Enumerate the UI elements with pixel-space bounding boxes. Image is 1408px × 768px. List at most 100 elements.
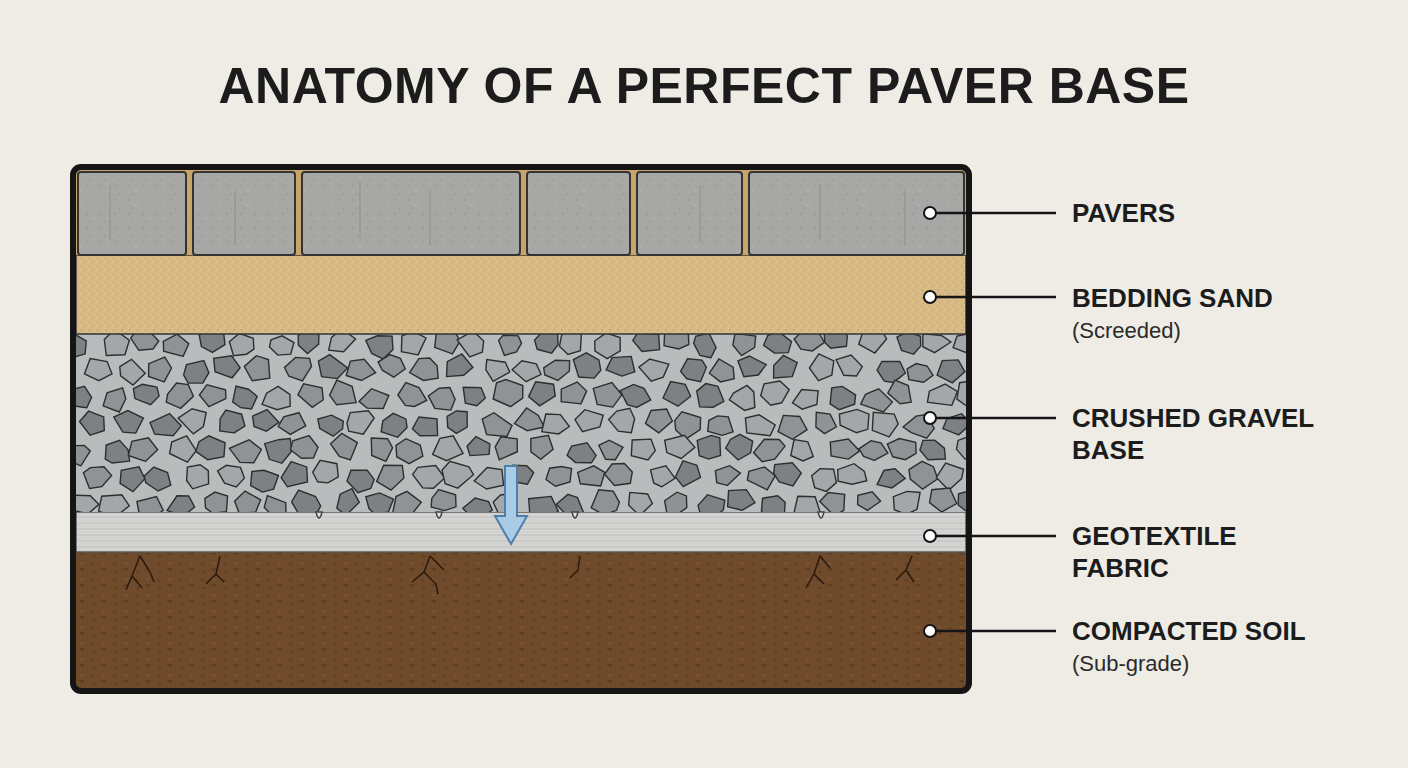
gravel-stone	[774, 355, 798, 378]
gravel-stone	[235, 491, 261, 512]
gravel-stone	[337, 489, 360, 512]
gravel-stone	[218, 465, 245, 487]
gravel-stone	[413, 466, 445, 489]
gravel-stone	[605, 464, 633, 486]
gravel-stone	[957, 436, 967, 459]
gravel-stone	[330, 380, 357, 405]
gravel-stone	[909, 461, 938, 489]
gravel-stone	[930, 488, 957, 512]
gravel-stone	[262, 386, 290, 409]
gravel-stone	[567, 443, 596, 463]
gravel-stone	[76, 446, 90, 466]
sand-layer	[76, 255, 966, 334]
gravel-stone	[393, 491, 422, 512]
gravel-stone	[893, 491, 920, 512]
gravel-stone	[561, 382, 586, 404]
gravel-stone	[253, 410, 279, 432]
gravel-stone	[233, 386, 258, 409]
gravel-stone	[542, 414, 570, 434]
gravel-stone	[401, 334, 426, 355]
gravel-stone	[830, 386, 856, 409]
gravel-stone	[467, 437, 490, 456]
soil-layer	[76, 552, 966, 688]
gravel-stone	[486, 360, 510, 382]
gravel-stone	[824, 334, 848, 348]
gravel-stone	[774, 463, 802, 486]
gravel-stone	[761, 381, 790, 405]
layer-note: (Sub-grade)	[1072, 650, 1372, 678]
gravel-stone	[131, 334, 159, 350]
gravel-stone	[733, 334, 756, 356]
gravel-stone	[447, 354, 473, 377]
gravel-stone	[708, 416, 733, 435]
pavers	[78, 172, 964, 255]
gravel-stone	[761, 496, 785, 512]
gravel-stone	[170, 436, 197, 462]
gravel-stone	[599, 440, 623, 460]
gravel-stone	[412, 417, 437, 436]
gravel-stone	[591, 490, 619, 512]
gravel-stone	[396, 439, 423, 464]
gravel-stone	[694, 334, 717, 358]
gravel-stone	[178, 409, 206, 434]
gravel-stone	[957, 381, 966, 405]
gravel-stone	[457, 334, 484, 357]
gravel-stone	[794, 334, 824, 351]
gravel-stone	[709, 359, 734, 382]
gravel-stone	[103, 388, 126, 412]
gravel-stone	[529, 496, 559, 512]
gravel-stone	[512, 361, 541, 382]
gravel-stone	[104, 334, 129, 356]
gravel-stone	[214, 356, 240, 378]
gravel-stone	[269, 336, 294, 355]
gravel-stone	[556, 494, 583, 512]
gravel-stone	[318, 355, 347, 379]
gravel-stone	[313, 460, 339, 483]
gravel-stone	[292, 490, 321, 512]
gravel-stone	[697, 384, 724, 408]
layer-note: (Screeded)	[1072, 317, 1372, 345]
gravel-stone	[428, 388, 455, 411]
gravel-stone	[447, 411, 467, 433]
gravel-stone	[514, 408, 544, 431]
gravel-stone	[809, 354, 833, 381]
gravel-stone	[166, 383, 193, 408]
gravel-stone	[264, 496, 286, 512]
gravel-stone	[877, 362, 905, 383]
gravel-stone	[128, 438, 157, 462]
gravel-stone	[371, 438, 392, 461]
gravel-stone	[463, 387, 485, 406]
gravel-stone	[927, 384, 957, 405]
gravel-stone	[433, 436, 464, 461]
gravel-stone	[651, 466, 676, 487]
gravel-stone	[888, 380, 911, 404]
gravel-stone	[229, 334, 254, 356]
gravel-stone	[318, 415, 344, 436]
gravel-stone	[278, 413, 306, 435]
gravel-stone	[281, 462, 307, 487]
gravel-stone	[290, 436, 318, 459]
gravel-stone	[859, 441, 888, 461]
gravel-stone	[76, 334, 86, 358]
gravel-stone	[907, 364, 933, 383]
section-frame	[73, 167, 969, 691]
leader-lines	[936, 213, 1056, 631]
leader-dots	[924, 207, 936, 637]
gravel-stone	[265, 439, 292, 464]
gravel-stone	[697, 435, 720, 459]
gravel-stone	[381, 413, 407, 437]
gravel-stone	[80, 411, 105, 435]
gravel-stone	[887, 439, 916, 460]
gravel-stone	[184, 361, 209, 384]
roots	[126, 556, 914, 594]
gravel-stone	[675, 412, 701, 439]
gravel-stone	[698, 495, 725, 512]
gravel-stone	[937, 360, 965, 383]
gravel-stone	[105, 440, 129, 463]
gravel-stone	[923, 334, 951, 353]
gravel-stone	[398, 383, 427, 407]
gravel-stone	[593, 383, 622, 408]
gravel-stone	[546, 467, 572, 487]
gravel-stone	[167, 496, 195, 512]
